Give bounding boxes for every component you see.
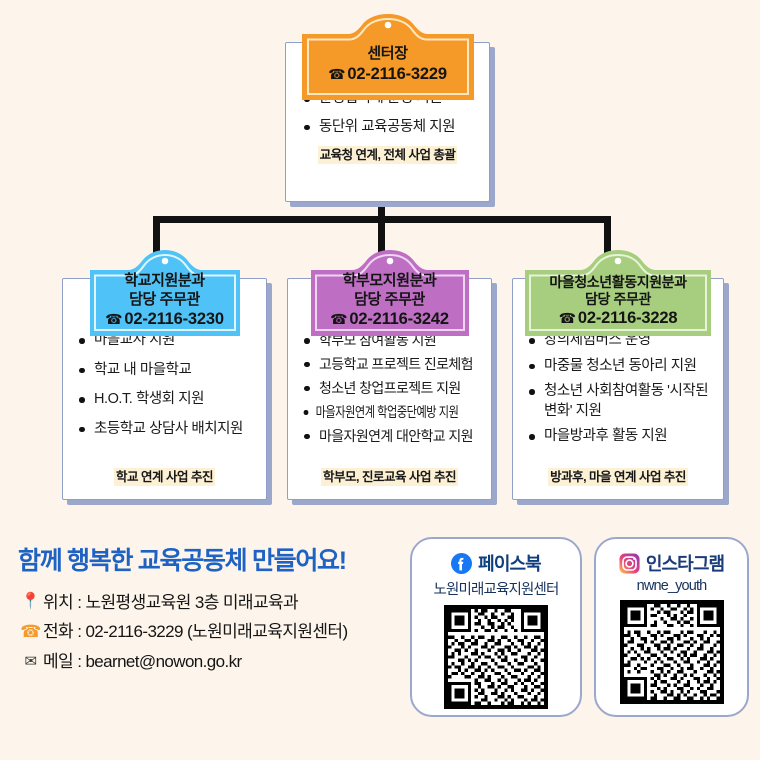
promo-headline: 함께 행복한 교육공동체 만들어요! (18, 547, 347, 575)
node-youth-bullets: 창의체험버스 운영 마중물 청소년 동아리 지원 청소년 사회참여활동 '시작된… (527, 331, 711, 447)
list-item: 창의체험버스 운영 (527, 331, 711, 351)
list-item: 청소년 사회참여활동 '시작된 변화' 지원 (527, 382, 711, 421)
plaque-shape (301, 14, 474, 100)
contact-location-text: 위치 : 노원평생교육원 3층 미래교육과 (43, 592, 299, 612)
list-item: H.O.T. 학생회 지원 (77, 390, 254, 410)
contact-location: 📍 위치 : 노원평생교육원 3층 미래교육과 (18, 590, 408, 616)
contact-mail-text: 메일 : bearnet@nowon.go.kr (43, 651, 242, 671)
list-item: 마을자원연계 학업중단예방 지원 (302, 403, 459, 422)
node-center-plaque: 센터장 ☎02-2116-3229 (301, 14, 474, 100)
node-parent-bullets: 학부모 참여활동 지원 고등학교 프로젝트 진로체험 청소년 창업프로젝트 지원… (302, 331, 479, 445)
list-item: 마을교사 지원 (77, 331, 254, 351)
contact-mail[interactable]: ✉ 메일 : bearnet@nowon.go.kr (18, 649, 408, 675)
status-badge: 방과후, 마을 연계 사업 추진 (548, 467, 688, 486)
social-facebook-heading: 페이스북 (412, 550, 580, 576)
qr-code-instagram[interactable] (619, 600, 724, 704)
node-youth-highlight-wrap: 방과후, 마을 연계 사업 추진 (513, 467, 723, 486)
social-instagram-heading: 인스타그램 (596, 550, 747, 576)
list-item: 마중물 청소년 동아리 지원 (527, 357, 711, 377)
status-badge: 학교 연계 사업 추진 (114, 467, 215, 486)
plaque-shape (525, 250, 711, 336)
social-instagram-handle: nwne_youth (636, 578, 708, 594)
phone-icon: ☎ (20, 622, 41, 642)
node-school-bullets: 마을교사 지원 학교 내 마을학교 H.O.T. 학생회 지원 초등학교 상담사… (77, 331, 254, 439)
plaque-shape (310, 250, 469, 336)
social-instagram-name: 인스타그램 (645, 554, 725, 574)
promo-block: 함께 행복한 교육공동체 만들어요! 📍 위치 : 노원평생교육원 3층 미래교… (18, 547, 408, 678)
org-chart: 운영협의체 운영 지원 동단위 교육공동체 지원 교육청 연계, 전체 사업 총… (62, 14, 724, 500)
footer: 함께 행복한 교육공동체 만들어요! 📍 위치 : 노원평생교육원 3층 미래교… (0, 525, 760, 760)
social-facebook-handle: 노원미래교육지원센터 (433, 582, 560, 598)
contact-phone-text: 전화 : 02-2116-3229 (노원미래교육지원센터) (43, 622, 348, 641)
list-item: 학교 내 마을학교 (77, 361, 254, 381)
node-center-highlight-wrap: 교육청 연계, 전체 사업 총괄 (302, 146, 473, 165)
connector-drop-left (153, 216, 160, 262)
social-card-instagram[interactable]: 인스타그램 nwne_youth (594, 537, 749, 717)
qr-code-facebook[interactable] (444, 605, 548, 709)
list-item: 학부모 참여활동 지원 (302, 331, 479, 350)
list-item: 마을자원연계 대안학교 지원 (302, 427, 479, 446)
status-badge: 교육청 연계, 전체 사업 총괄 (317, 146, 458, 165)
status-badge: 학부모, 진로교육 사업 추진 (321, 467, 458, 486)
facebook-icon (451, 552, 473, 574)
social-card-facebook[interactable]: 페이스북 노원미래교육지원센터 (410, 537, 582, 717)
list-item: 동단위 교육공동체 지원 (302, 118, 473, 138)
mail-icon: ✉ (24, 652, 38, 670)
list-item: 고등학교 프로젝트 진로체험 (302, 355, 479, 374)
node-parent-plaque: 학부모지원분과 담당 주무관 ☎02-2116-3242 (310, 250, 469, 336)
node-parent-highlight-wrap: 학부모, 진로교육 사업 추진 (288, 467, 491, 486)
plaque-shape (89, 250, 240, 336)
list-item: 초등학교 상담사 배치지원 (77, 420, 254, 440)
node-school-highlight-wrap: 학교 연계 사업 추진 (63, 467, 266, 486)
connector-drop-mid (378, 216, 385, 262)
instagram-icon (619, 552, 640, 574)
node-school-plaque: 학교지원분과 담당 주무관 ☎02-2116-3230 (89, 250, 240, 336)
contact-phone: ☎ 전화 : 02-2116-3229 (노원미래교육지원센터) (18, 619, 408, 645)
node-youth-plaque: 마을청소년활동지원분과 담당 주무관 ☎02-2116-3228 (525, 250, 711, 336)
list-item: 마을방과후 활동 지원 (527, 427, 711, 447)
list-item: 청소년 창업프로젝트 지원 (302, 379, 479, 398)
node-center-body: 운영협의체 운영 지원 동단위 교육공동체 지원 교육청 연계, 전체 사업 총… (285, 42, 490, 202)
location-pin-icon: 📍 (20, 593, 41, 611)
social-facebook-name: 페이스북 (478, 554, 542, 574)
connector-trunk (378, 190, 385, 222)
connector-drop-right (604, 216, 611, 262)
